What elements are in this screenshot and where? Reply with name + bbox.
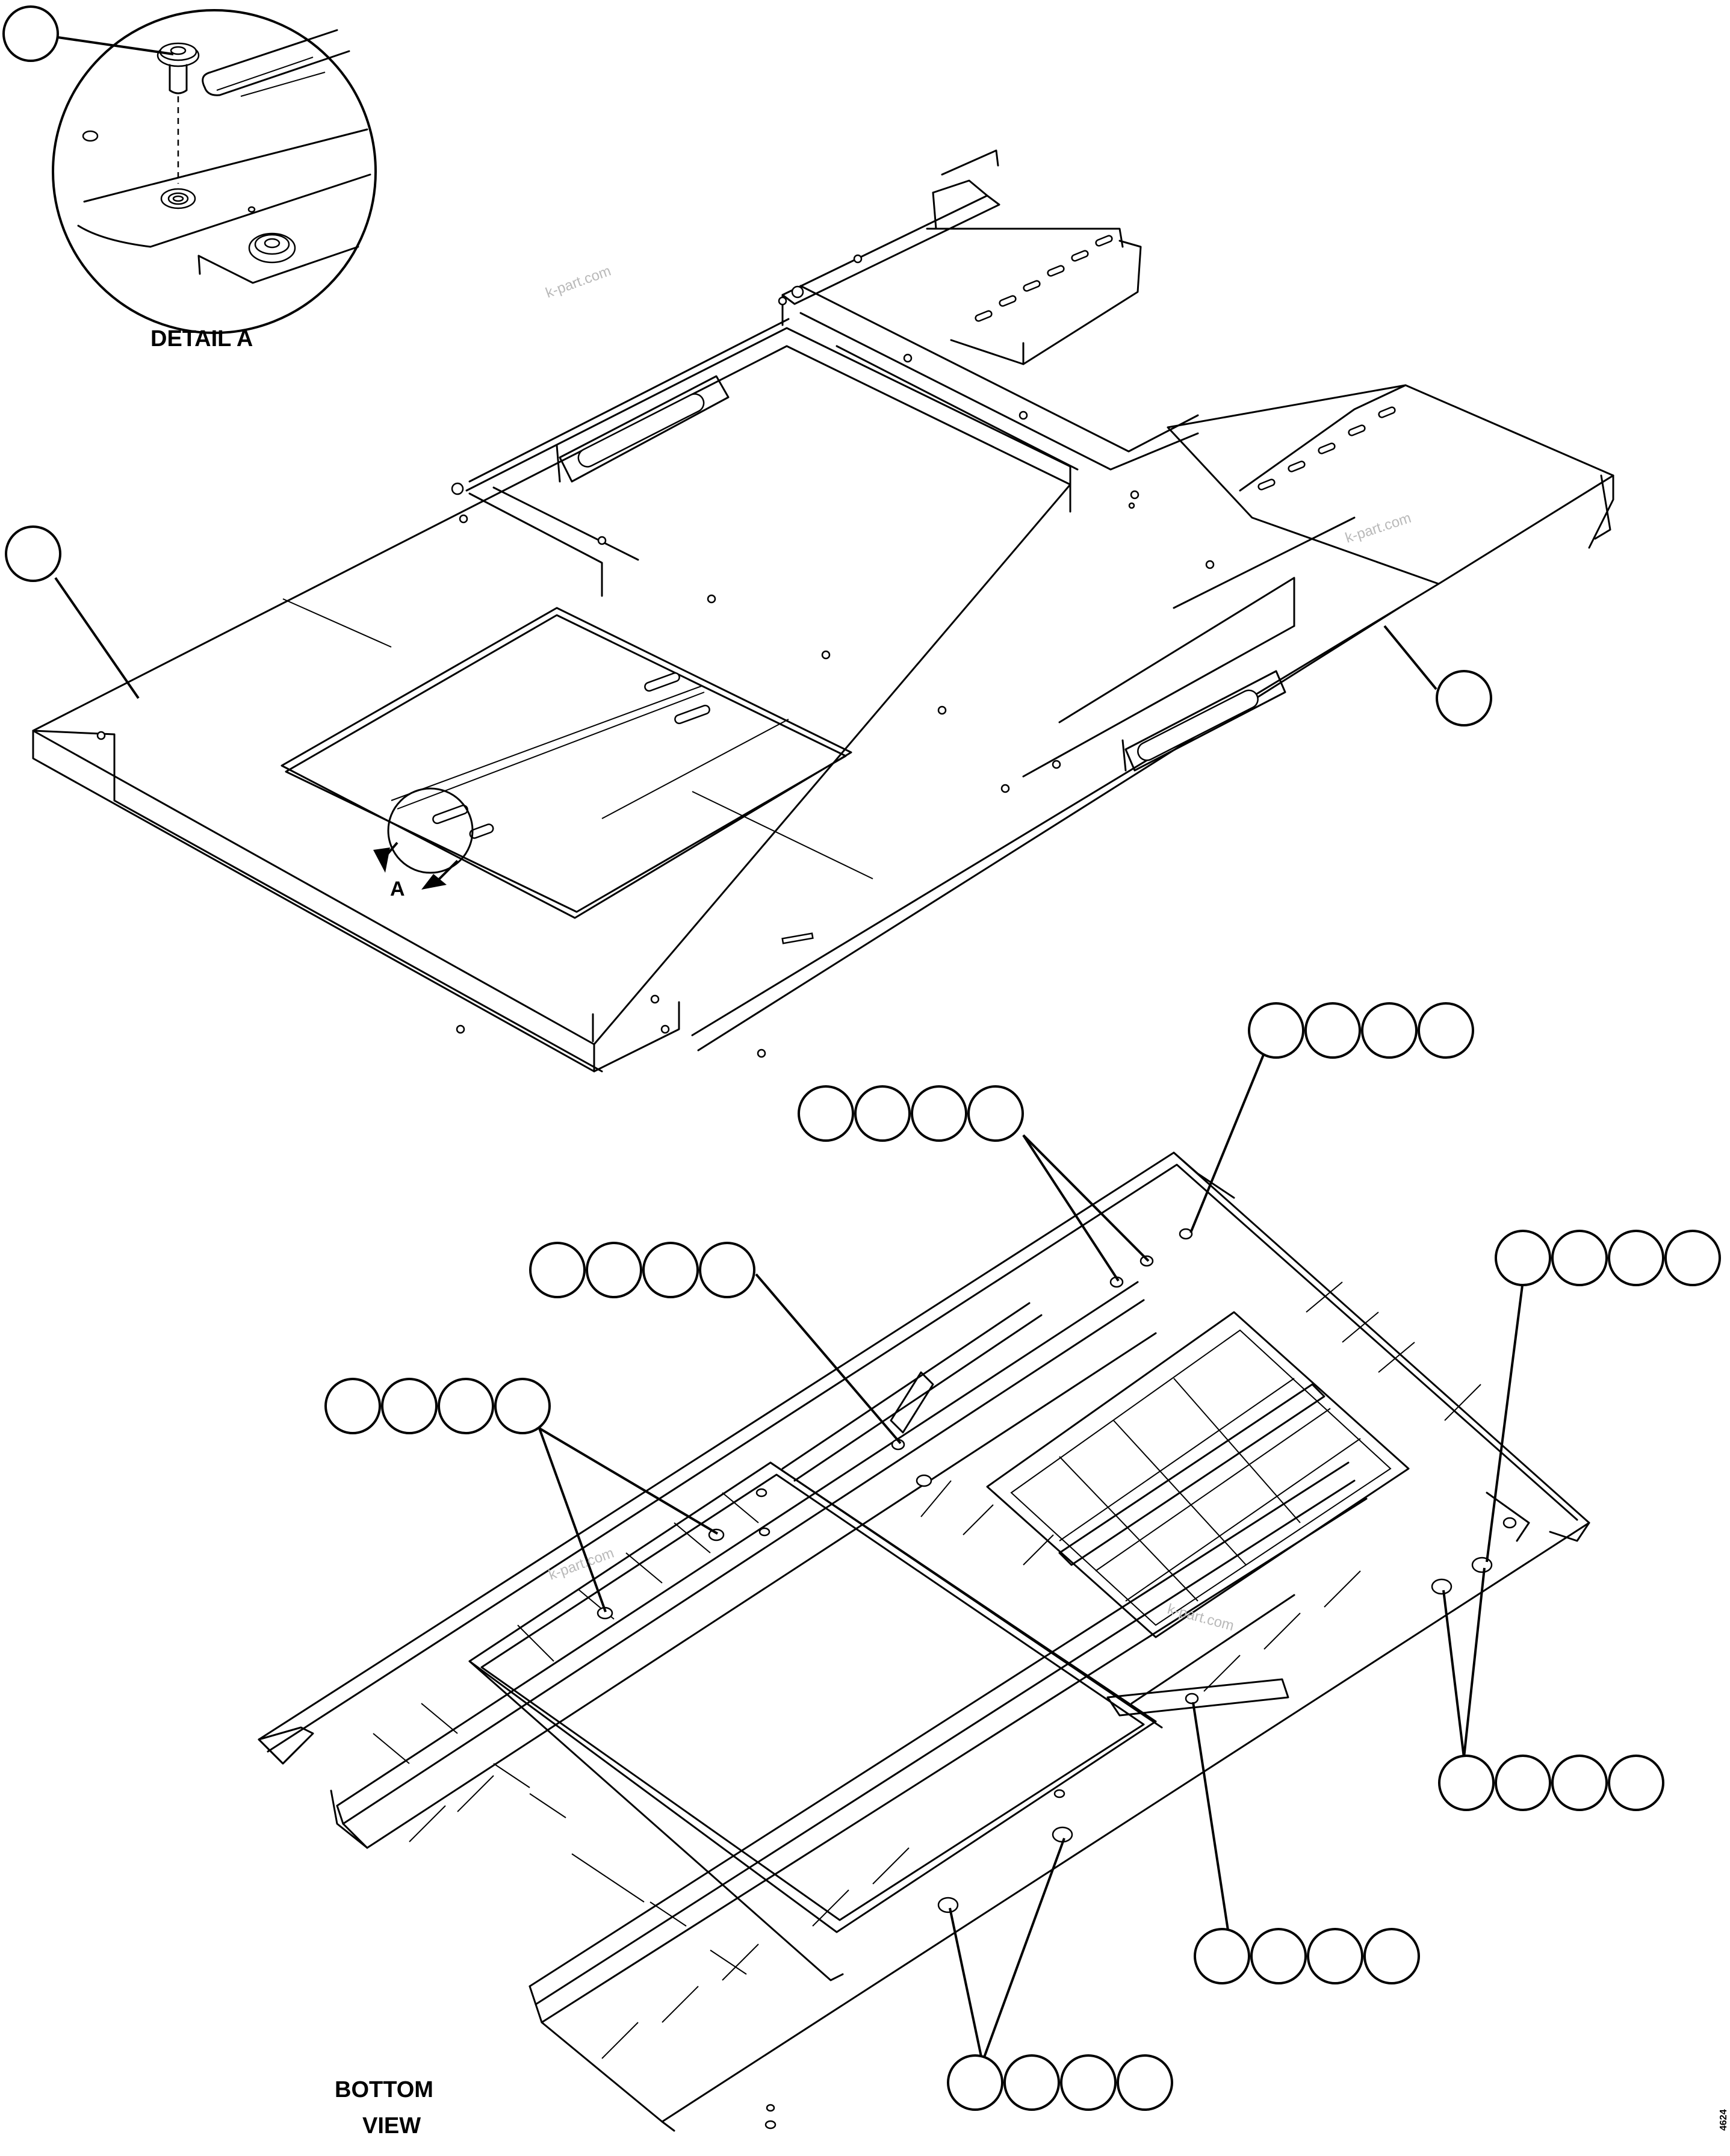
callout-group-5	[324, 1378, 551, 1434]
detail-a-ref-letter: A	[390, 878, 405, 900]
callout-bubble	[2, 5, 59, 62]
underside-grid-panel	[986, 1311, 1410, 1638]
watermark: k-part.com	[1165, 1601, 1235, 1634]
watermark: k-part.com	[547, 1544, 616, 1583]
button-head-screw	[157, 42, 200, 94]
rear-rail-slots	[975, 235, 1396, 491]
watermark: k-part.com	[1344, 510, 1413, 547]
top-assembly-view: A	[5, 149, 1614, 1073]
callout-bubble	[1436, 670, 1492, 726]
callout-bubble	[5, 525, 61, 582]
callout-group-7	[1194, 1928, 1420, 1984]
callout-group-6	[1438, 1755, 1664, 1811]
bottom-view-label-line1: BOTTOM	[335, 2077, 433, 2102]
callout-group-8	[947, 2054, 1173, 2111]
detail-a-reference: A	[373, 787, 474, 900]
watermark: k-part.com	[544, 262, 613, 301]
front-slot-bracket	[1121, 670, 1286, 772]
bottom-fasteners	[597, 1228, 1517, 2130]
sheet-code: 4624	[1719, 2109, 1729, 2131]
rear-slot-bracket	[556, 375, 730, 483]
callout-leaders	[538, 1053, 1524, 2063]
top-view-fastener-holes	[96, 254, 1215, 1058]
callout-group-4	[529, 1242, 755, 1298]
callout-group-3	[1495, 1230, 1721, 1286]
detail-a-title: DETAIL A	[150, 326, 253, 352]
bottom-ribs	[373, 1281, 1481, 2059]
access-panel	[281, 607, 852, 944]
bottom-assembly-view: BOTTOM VIEW	[258, 1002, 1721, 2139]
callout-group-1	[1248, 1002, 1474, 1059]
callout-group-2	[798, 1085, 1024, 1142]
bottom-view-label-line2: VIEW	[362, 2113, 421, 2139]
detail-a-view: DETAIL A	[2, 5, 377, 352]
